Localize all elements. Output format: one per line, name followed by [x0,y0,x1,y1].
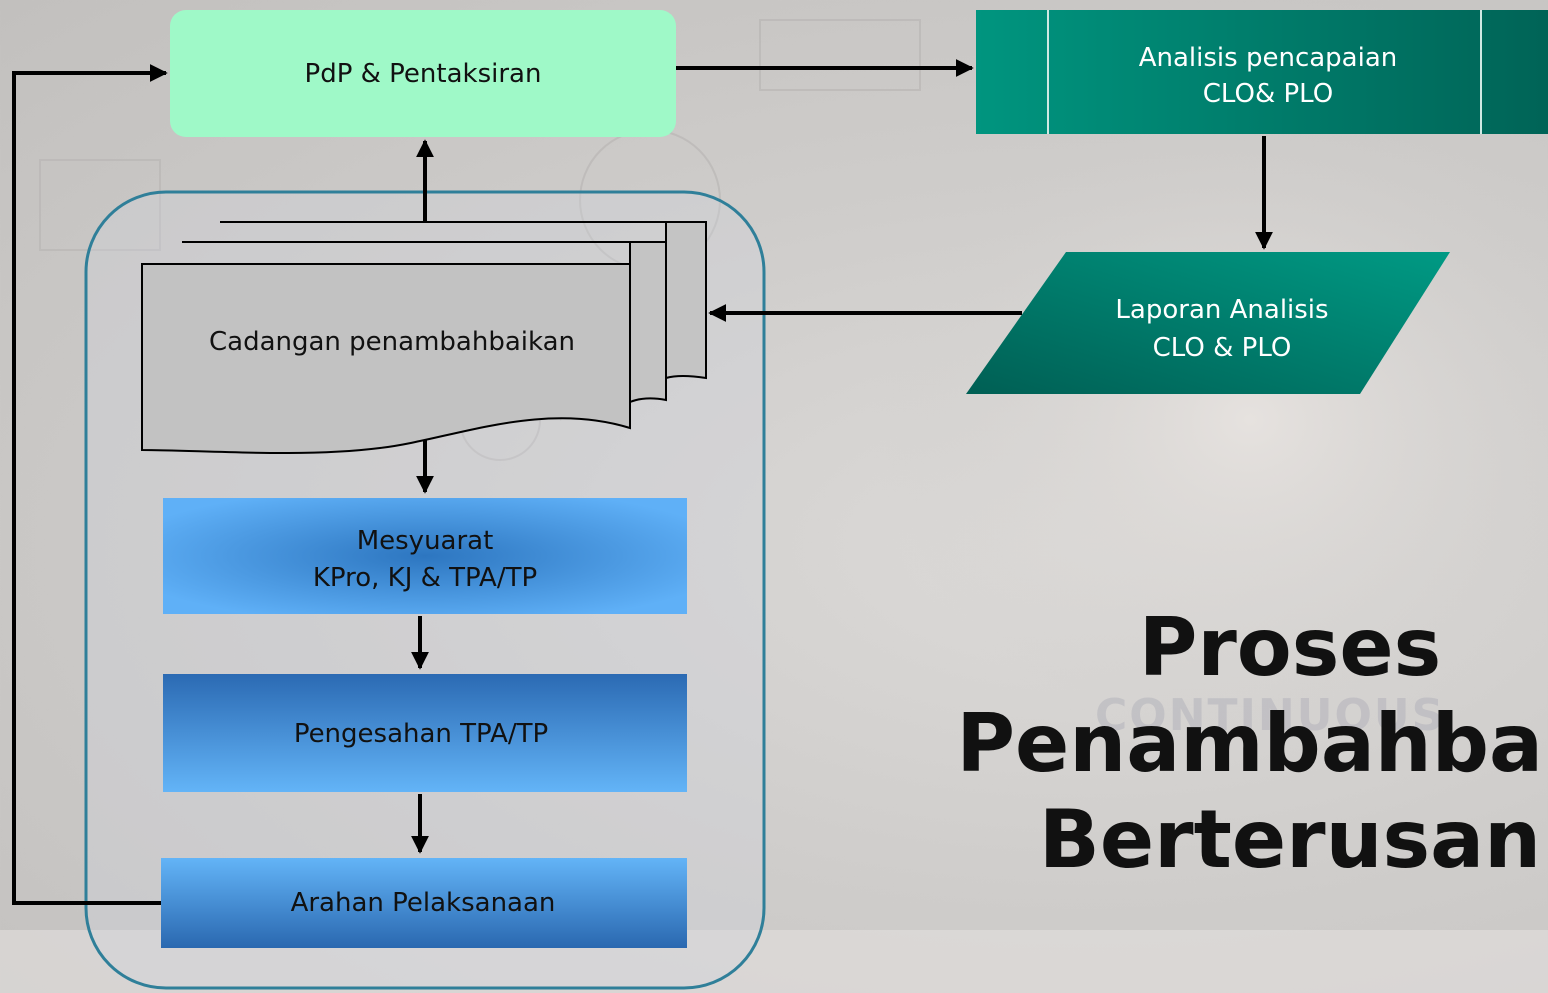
title-line1: Proses [1138,601,1442,694]
cadangan-document-stack [141,221,707,455]
slide-title: Proses Penambahbaik Berterusan [890,600,1548,888]
pdp-pentaksiran-node: PdP & Pentaksiran [170,10,676,137]
pengesahan-label: Pengesahan TPA/TP [294,719,548,749]
analisis-pencapaian-node: Analisis pencapaian CLO& PLO [976,10,1548,134]
analisis-label-line2: CLO& PLO [1203,79,1333,109]
arrow-arahan-loop-to-pdp [12,64,168,905]
title-line3: Berterusan [1038,793,1542,886]
continuous-watermark: CONTINUOUS [1095,690,1446,741]
arahan-node: Arahan Pelaksanaan [161,858,687,948]
title-line2: Penambahbaik [956,697,1548,790]
laporan-label-line1: Laporan Analisis [1115,295,1328,325]
mesyuarat-node: Mesyuarat KPro, KJ & TPA/TP [163,498,687,614]
mesyuarat-label-line1: Mesyuarat [357,526,494,556]
cadangan-label: Cadangan penambahbaikan [209,327,575,357]
laporan-analisis-node: Laporan Analisis CLO & PLO [966,252,1450,394]
mesyuarat-label-line2: KPro, KJ & TPA/TP [313,563,537,593]
pdp-label: PdP & Pentaksiran [305,59,542,89]
analisis-label-line1: Analisis pencapaian [1139,43,1398,73]
arahan-label: Arahan Pelaksanaan [291,888,556,918]
pengesahan-node: Pengesahan TPA/TP [163,674,687,792]
laporan-label-line2: CLO & PLO [1153,333,1292,363]
